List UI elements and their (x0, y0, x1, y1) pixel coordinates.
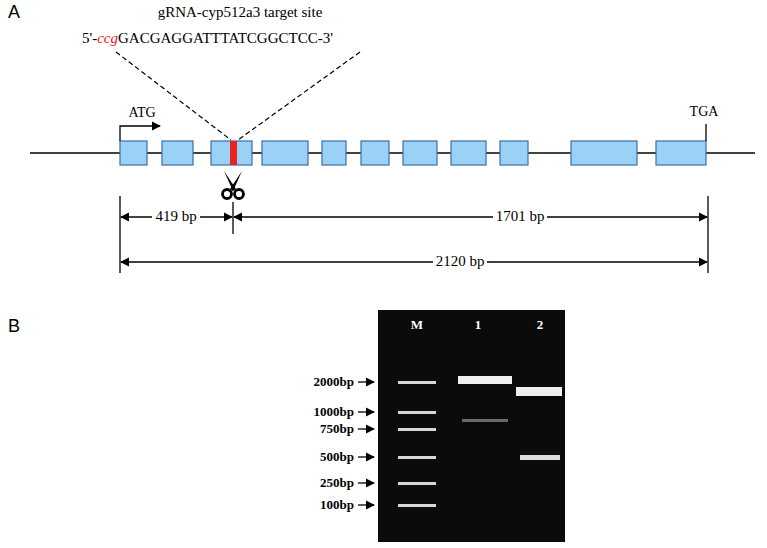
leader-line (238, 52, 360, 140)
gel-band (458, 376, 512, 384)
stop-line (705, 124, 706, 141)
leader-line (116, 52, 231, 140)
scissors-symbol (223, 171, 244, 199)
gel-band (516, 387, 562, 396)
codon-label: TGA (690, 104, 719, 120)
size-label: 750bp (320, 422, 354, 437)
panel-letter: B (8, 316, 20, 337)
ladder-arrows (358, 382, 374, 505)
gel-image (378, 310, 565, 542)
size-label: 100bp (320, 498, 354, 513)
lane-label: 1 (475, 318, 482, 333)
pam-sequence: ccg (97, 30, 118, 47)
dimension-lines (120, 196, 708, 273)
size-label: 1000bp (314, 405, 354, 420)
ladder-bands (398, 381, 436, 507)
gel-band (520, 455, 560, 460)
lane-label: 2 (537, 318, 544, 333)
sequence-part: 5'- (82, 30, 97, 47)
size-label: 250bp (320, 476, 354, 491)
exon-group (120, 141, 706, 165)
target-mark (230, 141, 237, 165)
gel-band (462, 419, 508, 422)
sequence-part: GACGAGGATTTATCGGCTCC-3' (118, 30, 333, 47)
dimension-label: 2120 bp (433, 253, 488, 270)
codon-label: ATG (128, 105, 155, 121)
gel-panel: M 1 2 (378, 310, 565, 542)
panel-letter: A (8, 2, 20, 23)
size-label: 500bp (320, 450, 354, 465)
dimension-label: 1701 bp (493, 208, 548, 225)
sequence-line: 5'-ccgGACGAGGATTTATCGGCTCC-3' (82, 30, 333, 47)
site-title: gRNA-cyp512a3 target site (158, 4, 323, 21)
start-arrow (120, 126, 160, 141)
lane-label: M (411, 318, 423, 333)
size-label: 2000bp (314, 375, 354, 390)
dimension-label: 419 bp (152, 208, 199, 225)
